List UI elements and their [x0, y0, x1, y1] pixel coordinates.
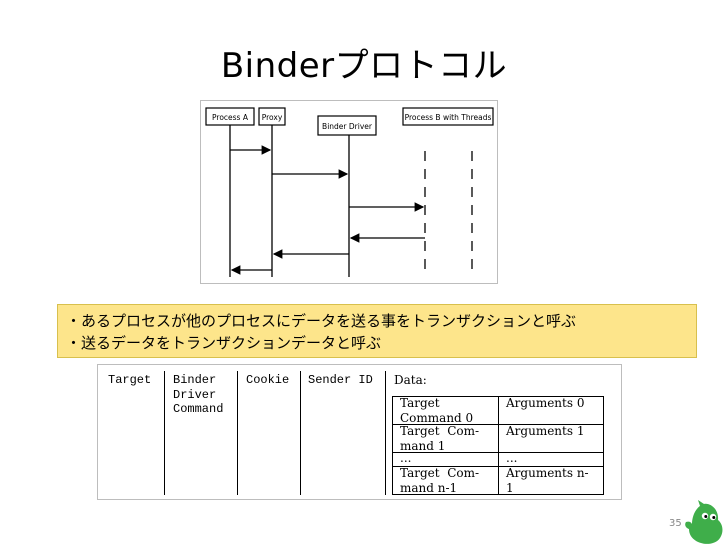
participant-binder-driver: Binder Driver	[317, 115, 377, 136]
page-number: 35	[669, 518, 682, 529]
column-divider	[385, 371, 386, 495]
data-column-divider	[603, 396, 604, 495]
data-cell-command: Target Command 0	[400, 396, 474, 425]
mascot-icon	[685, 500, 723, 544]
participant-label: Process A	[212, 113, 249, 122]
data-cell-arguments: Arguments 1	[506, 424, 585, 438]
participant-proxy: Proxy	[258, 107, 286, 126]
participant-process-b: Process B with Threads	[402, 107, 494, 126]
data-cell-arguments: Arguments n- 1	[506, 466, 589, 495]
sequence-diagram-canvas: Process A Proxy Binder Driver Process B …	[205, 107, 494, 277]
participant-process-a: Process A	[205, 107, 255, 126]
sequence-diagram: Process A Proxy Binder Driver Process B …	[200, 100, 498, 284]
data-cell-command: Target Com- mand n-1	[400, 466, 480, 495]
header-binder-driver-command: Binder Driver Command	[173, 373, 224, 416]
data-cell-arguments: ...	[506, 451, 518, 465]
header-cookie: Cookie	[246, 373, 290, 387]
header-sender-id: Sender ID	[308, 373, 373, 387]
column-divider	[237, 371, 238, 495]
header-target: Target	[108, 373, 152, 387]
column-divider	[164, 371, 165, 495]
note-line: ・送るデータをトランザクションデータと呼ぶ	[66, 334, 382, 352]
transaction-format-table: Target Binder Driver Command Cookie Send…	[97, 364, 622, 500]
data-cell-arguments: Arguments 0	[506, 396, 585, 410]
data-cell-command: ...	[400, 451, 412, 465]
participant-label: Process B with Threads	[405, 113, 492, 122]
slide-title: Binderプロトコル	[220, 46, 508, 86]
data-cell-command: Target Com- mand 1	[400, 424, 480, 453]
data-column-divider	[498, 396, 499, 495]
participant-label: Proxy	[262, 113, 283, 122]
note-line: ・あるプロセスが他のプロセスにデータを送る事をトランザクションと呼ぶ	[66, 312, 577, 330]
header-data: Data:	[394, 373, 427, 387]
data-column-divider	[392, 396, 393, 495]
column-divider	[300, 371, 301, 495]
participant-label: Binder Driver	[322, 122, 373, 131]
note-box: ・あるプロセスが他のプロセスにデータを送る事をトランザクションと呼ぶ ・送るデー…	[57, 304, 697, 358]
